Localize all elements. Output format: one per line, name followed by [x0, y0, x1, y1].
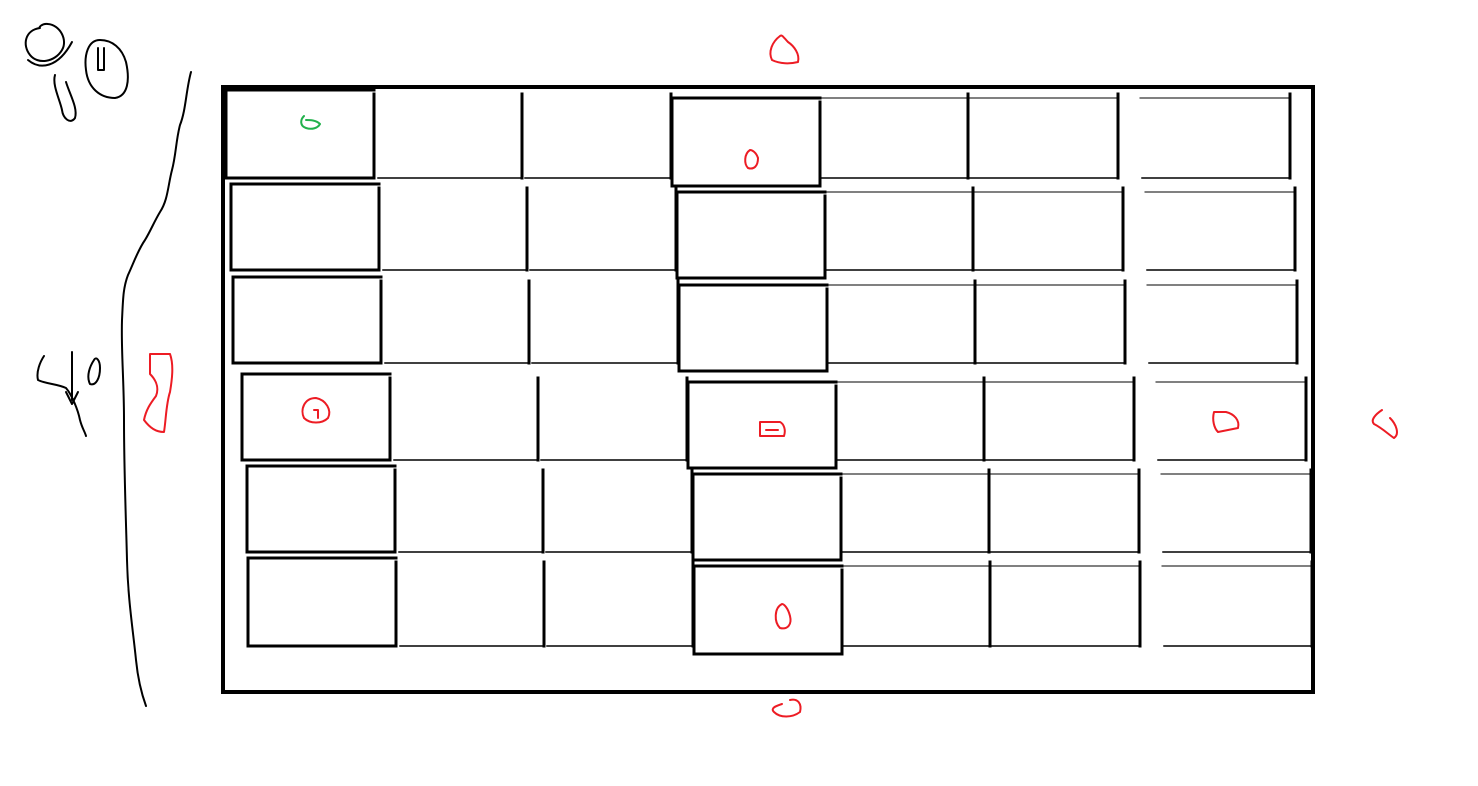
marker-r0c3: [744, 149, 759, 170]
grid-cell: [529, 186, 678, 272]
grid-cell: [826, 279, 977, 365]
outer-frame: [221, 85, 1315, 694]
grid-cell: [546, 560, 695, 648]
grid-cell: [399, 560, 546, 648]
grid-cell: [974, 279, 1127, 365]
grid-cell: [840, 468, 991, 554]
grid-cell: [677, 283, 829, 373]
markers: [143, 34, 1398, 718]
grid-cell: [524, 92, 673, 180]
grid-cell: [1144, 186, 1297, 272]
grid-cell: [240, 372, 392, 462]
marker-right-middle: [1371, 409, 1398, 439]
grid-cell: [692, 564, 844, 656]
grid-cell: [841, 560, 992, 648]
marker-left-middle: [143, 353, 174, 433]
grid-cell: [398, 468, 545, 554]
grid-cell: [989, 560, 1142, 648]
left-arrow-scribble: [36, 351, 101, 437]
grid-cell: [1155, 376, 1308, 462]
grid-cell: [1161, 560, 1314, 648]
grid-cell: [691, 472, 843, 562]
grid-cell: [835, 376, 986, 462]
grid-cell: [1146, 279, 1299, 365]
grid-cell: [972, 186, 1125, 272]
grid-cell: [384, 279, 531, 365]
grid-cell: [382, 186, 529, 272]
grid-cell: [229, 182, 381, 272]
grid-cell: [686, 380, 838, 470]
marker-r0c0-green: [300, 115, 321, 130]
grid-cell: [393, 376, 540, 462]
grid-cell: [224, 88, 376, 180]
grid-cell: [824, 186, 975, 272]
grid-cell: [988, 468, 1141, 554]
grid-cell: [967, 92, 1120, 180]
left-boundary-line: [120, 71, 192, 707]
marker-r5c3: [774, 603, 792, 630]
grid-cells: [224, 88, 1314, 656]
grid-cell: [545, 468, 694, 554]
grid-cell: [531, 279, 680, 365]
grid-cell: [675, 190, 827, 280]
grid-cell: [377, 92, 524, 180]
marker-r3c0: [301, 397, 331, 424]
grid-cell: [1160, 468, 1313, 554]
grid-cell: [983, 376, 1136, 462]
marker-top-center: [769, 34, 800, 65]
grid-cell: [231, 275, 383, 365]
grid-cell: [540, 376, 689, 462]
grid-cell: [245, 464, 397, 554]
marker-r3c3: [759, 421, 786, 437]
grid-cell: [246, 556, 398, 648]
grid-cell: [670, 96, 822, 188]
grid-cell: [819, 92, 970, 180]
marker-r3c6: [1212, 411, 1240, 433]
top-left-scribble: [24, 22, 129, 122]
grid-cell: [1139, 92, 1292, 180]
marker-bottom-center: [771, 698, 802, 718]
